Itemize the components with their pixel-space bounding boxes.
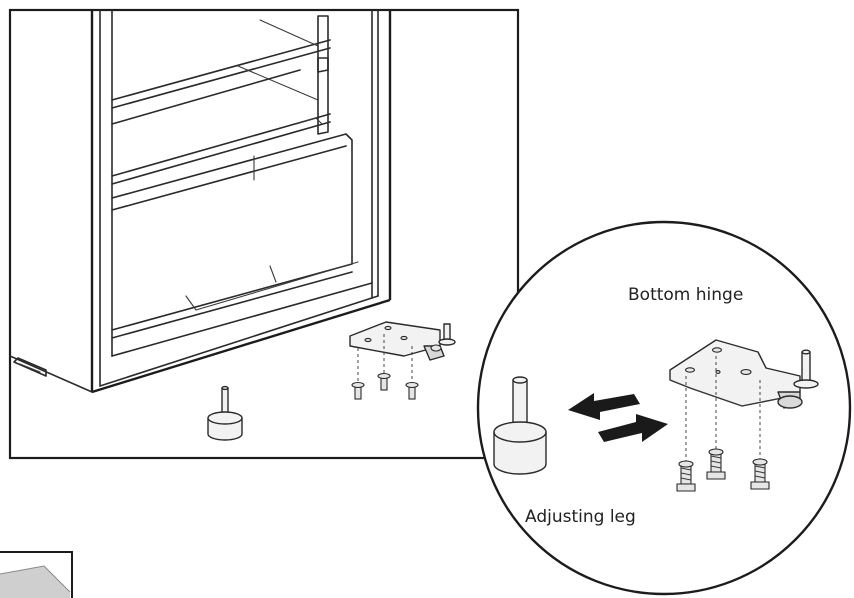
small-bottom-hinge <box>349 321 456 388</box>
small-adjusting-leg <box>207 385 243 441</box>
magnifier-circle <box>476 220 852 596</box>
large-screws <box>676 448 770 492</box>
crisper-drawer <box>111 117 359 339</box>
large-adjusting-leg <box>493 376 547 475</box>
glass-shelf-lower <box>111 57 331 185</box>
fridge-cabinet <box>9 9 392 394</box>
detail-magnifier: Bottom hinge <box>476 220 852 596</box>
fridge-panel <box>8 8 520 460</box>
arrow-right-icon <box>598 414 668 442</box>
screw-1 <box>676 460 696 492</box>
adjusting-leg-label: Adjusting leg <box>525 507 636 527</box>
small-screws <box>351 372 419 400</box>
arrow-left-icon <box>568 393 640 420</box>
panel-frame <box>8 8 520 460</box>
bottom-hinge-label: Bottom hinge <box>628 285 743 305</box>
next-step-panel-partial <box>0 551 73 598</box>
glass-shelf-upper <box>111 15 331 109</box>
swap-arrows <box>568 393 668 442</box>
large-bottom-hinge <box>669 339 819 462</box>
screw-2 <box>706 448 726 480</box>
screw-3 <box>750 458 770 490</box>
